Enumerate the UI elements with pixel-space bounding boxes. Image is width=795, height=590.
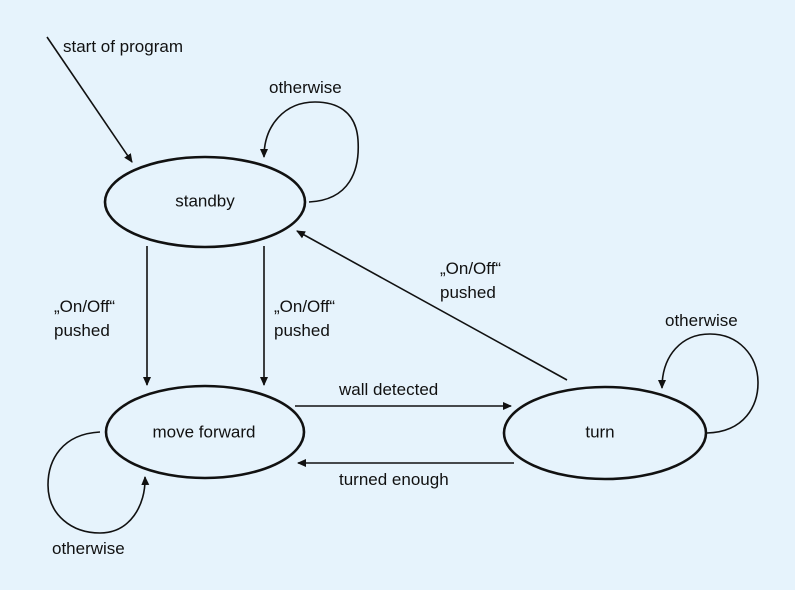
- transition-turn-to-move-label: turned enough: [339, 470, 449, 489]
- transition-turn-self-arrow: [658, 333, 759, 434]
- transition-move-self-label: otherwise: [52, 539, 125, 558]
- transition-standby-to-move-1: „On/Off“ pushed: [54, 246, 151, 386]
- state-turn: turn: [502, 385, 708, 481]
- transition-turn-to-standby-label-line2: pushed: [440, 283, 496, 302]
- transition-start: start of program: [46, 36, 183, 163]
- transition-standby-to-move-1-label-line2: pushed: [54, 321, 110, 340]
- transition-turn-to-standby-arrow: [296, 230, 568, 381]
- transition-start-label: start of program: [63, 37, 183, 56]
- state-turn-label: turn: [585, 422, 614, 441]
- transition-standby-to-move-2: „On/Off“ pushed: [260, 246, 335, 386]
- transition-standby-self: otherwise: [260, 78, 360, 203]
- transition-move-to-turn-label: wall detected: [338, 380, 438, 399]
- transition-move-self-arrow: [47, 431, 150, 534]
- transition-turn-self-label: otherwise: [665, 311, 738, 330]
- transition-start-arrow: [46, 36, 133, 163]
- state-standby: standby: [103, 155, 307, 249]
- state-move-forward-shape: [104, 384, 306, 480]
- transition-standby-self-label: otherwise: [269, 78, 342, 97]
- transition-standby-self-arrow: [260, 101, 360, 203]
- transition-move-self: otherwise: [47, 431, 150, 558]
- transition-standby-to-move-2-label-line2: pushed: [274, 321, 330, 340]
- transition-turn-to-move: turned enough: [297, 459, 514, 489]
- state-turn-shape: [502, 385, 708, 481]
- transition-standby-to-move-1-label-line1: „On/Off“: [54, 297, 115, 316]
- transition-move-to-turn: wall detected: [295, 380, 512, 410]
- state-move-forward: move forward: [104, 384, 306, 480]
- transition-turn-to-standby: „On/Off“ pushed: [296, 230, 568, 381]
- state-move-forward-label: move forward: [153, 422, 256, 441]
- state-standby-label: standby: [175, 191, 235, 210]
- state-standby-shape: [103, 155, 307, 249]
- transition-turn-self: otherwise: [658, 311, 759, 434]
- transition-turn-to-standby-label-line1: „On/Off“: [440, 259, 501, 278]
- transition-standby-to-move-2-label-line1: „On/Off“: [274, 297, 335, 316]
